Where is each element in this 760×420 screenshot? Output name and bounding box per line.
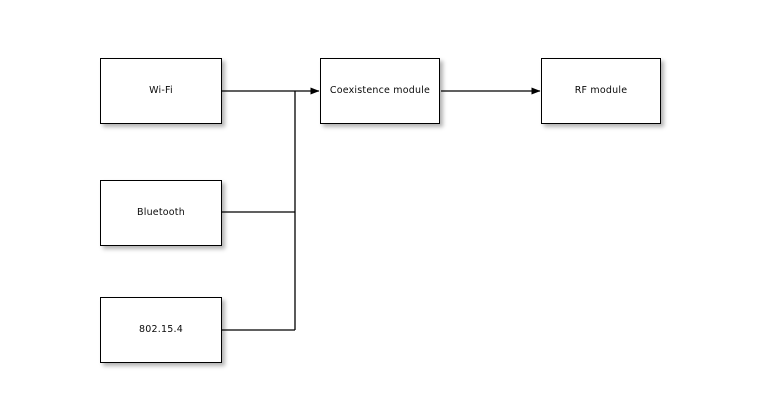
- node-coexistence-module[interactable]: Coexistence module: [320, 58, 440, 124]
- node-coexistence-module-label: Coexistence module: [329, 84, 431, 96]
- node-rf-module[interactable]: RF module: [541, 58, 661, 124]
- node-802-15-4[interactable]: 802.15.4: [100, 297, 222, 363]
- node-802-15-4-label: 802.15.4: [139, 323, 183, 335]
- node-rf-module-label: RF module: [574, 84, 628, 96]
- node-wifi-label: Wi-Fi: [149, 84, 173, 96]
- node-bluetooth-label: Bluetooth: [137, 206, 185, 218]
- node-wifi[interactable]: Wi-Fi: [100, 58, 222, 124]
- node-bluetooth[interactable]: Bluetooth: [100, 180, 222, 246]
